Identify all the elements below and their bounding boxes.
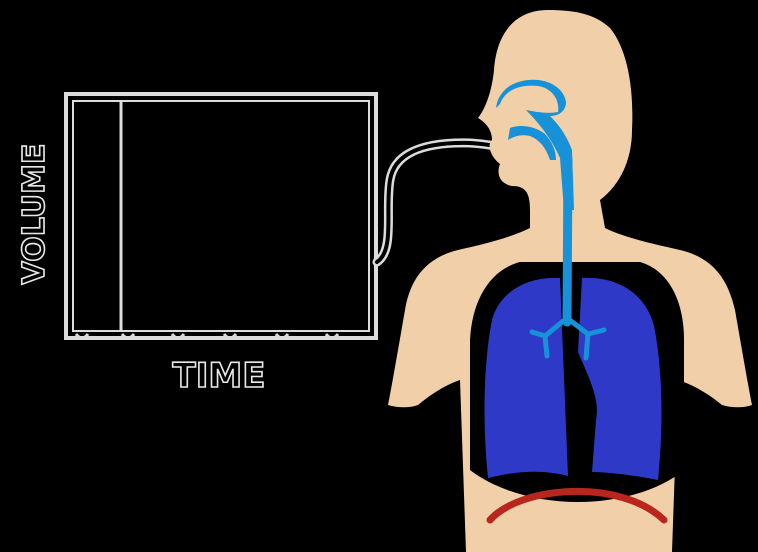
- y-axis-label: VOLUME: [17, 144, 52, 285]
- spirometer-recorder: [66, 94, 376, 338]
- left-lung: [485, 278, 568, 478]
- x-axis-label: TIME: [173, 356, 266, 396]
- trachea: [567, 160, 568, 322]
